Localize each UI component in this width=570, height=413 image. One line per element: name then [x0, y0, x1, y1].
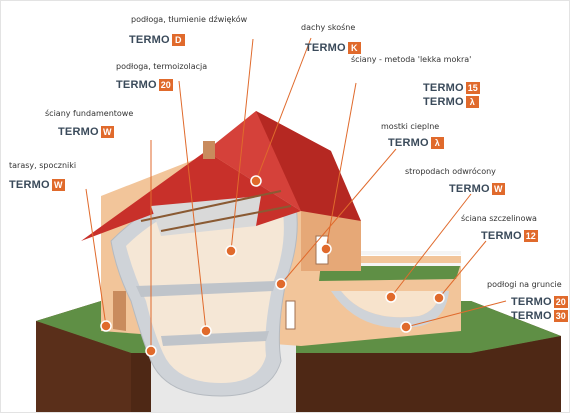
marker-podlogi-na-gruncie: [400, 321, 412, 333]
callout-sciany-lekka-mokra-product-2: TERMO λ: [423, 95, 479, 109]
marker-podloga-termoizolacja: [200, 325, 212, 337]
callout-sciany-lekka-mokra-product-1: TERMO 15: [423, 82, 480, 94]
marker-dachy-skosne: [250, 175, 262, 187]
callout-mostki-cieplne-product: TERMO λ: [388, 136, 444, 150]
callout-podlogi-na-gruncie-product-2: TERMO 30: [511, 310, 568, 322]
callout-stropodach-odwrocony-label: stropodach odwrócony: [405, 167, 496, 176]
marker-sciany-fundamentowe: [145, 345, 157, 357]
marker-mostki-cieplne: [275, 278, 287, 290]
marker-podloga-tlumienie: [225, 245, 237, 257]
marker-stropodach-odwrocony: [385, 291, 397, 303]
insulation-cutaway: [110, 174, 298, 397]
callout-dachy-skosne-product: TERMO K: [305, 41, 361, 55]
marker-tarasy-spoczniki: [100, 320, 112, 332]
callout-podloga-tlumienie-label: podłoga, tłumienie dźwięków: [131, 15, 248, 24]
callout-podlogi-na-gruncie-product-1: TERMO 20: [511, 296, 568, 308]
callout-podloga-termoizolacja-label: podłoga, termoizolacja: [116, 62, 208, 71]
callout-sciany-fundamentowe-label: ściany fundamentowe: [45, 109, 134, 118]
callout-sciana-szczelinowa-label: ściana szczelinowa: [461, 214, 537, 223]
callout-tarasy-spoczniki-product: TERMO W: [9, 178, 65, 192]
callout-dachy-skosne-label: dachy skośne: [301, 23, 356, 32]
marker-sciany-lekka-mokra: [320, 243, 332, 255]
callout-podloga-tlumienie-product: TERMO D: [129, 33, 185, 47]
callout-podlogi-na-gruncie-label: podłogi na gruncie: [487, 280, 562, 289]
marker-sciana-szczelinowa: [433, 292, 445, 304]
callout-stropodach-odwrocony-product: TERMO W: [449, 182, 505, 196]
callout-sciany-fundamentowe-product: TERMO W: [58, 125, 114, 139]
callout-mostki-cieplne-label: mostki cieplne: [381, 122, 440, 131]
leader-lines: [85, 37, 507, 351]
callout-podloga-termoizolacja-product: TERMO 20: [116, 79, 173, 91]
callout-tarasy-spoczniki-label: tarasy, spoczniki: [9, 161, 77, 170]
callout-sciana-szczelinowa-product: TERMO 12: [481, 230, 538, 242]
markers: [100, 175, 445, 357]
callout-sciany-lekka-mokra-label: ściany - metoda 'lekka mokra': [351, 55, 472, 64]
